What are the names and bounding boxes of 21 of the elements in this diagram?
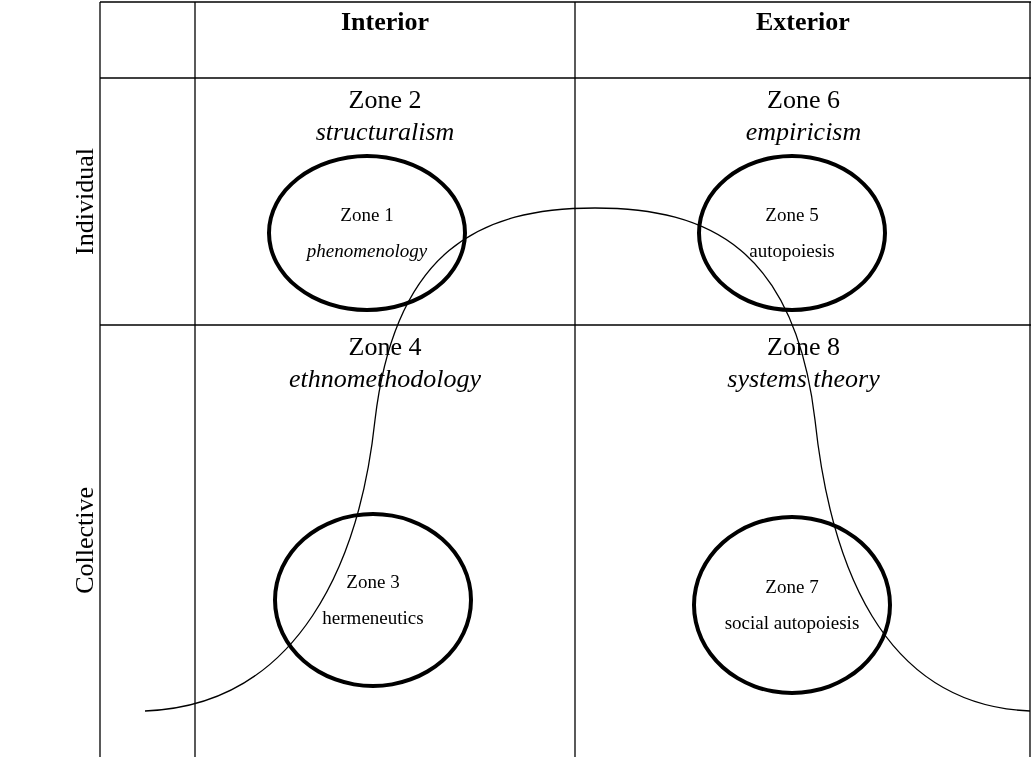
theory-label: hermeneutics: [322, 606, 424, 630]
ellipse: [273, 512, 473, 688]
theory-label: structuralism: [315, 116, 455, 148]
zone-label: Zone 1: [340, 203, 394, 227]
zone-label: Zone 6: [767, 84, 840, 116]
ellipse: [697, 154, 887, 312]
zone-label: Zone 2: [348, 84, 422, 116]
column-header: Exterior: [756, 7, 850, 37]
theory-label: autopoiesis: [749, 239, 835, 263]
theory-label: systems theory: [727, 363, 880, 395]
theory-label: phenomenology: [306, 239, 428, 263]
ellipse: [267, 154, 467, 312]
zone-label: Zone 3: [346, 570, 400, 594]
theory-label: social autopoiesis: [724, 611, 860, 635]
column-header: Interior: [341, 7, 430, 37]
row-header: Collective: [70, 486, 100, 594]
theory-label: empiricism: [745, 116, 862, 148]
ellipse: [692, 515, 892, 695]
zone-label: Zone 7: [765, 575, 819, 599]
row-header: Individual: [70, 147, 100, 255]
zone-label: Zone 5: [765, 203, 819, 227]
